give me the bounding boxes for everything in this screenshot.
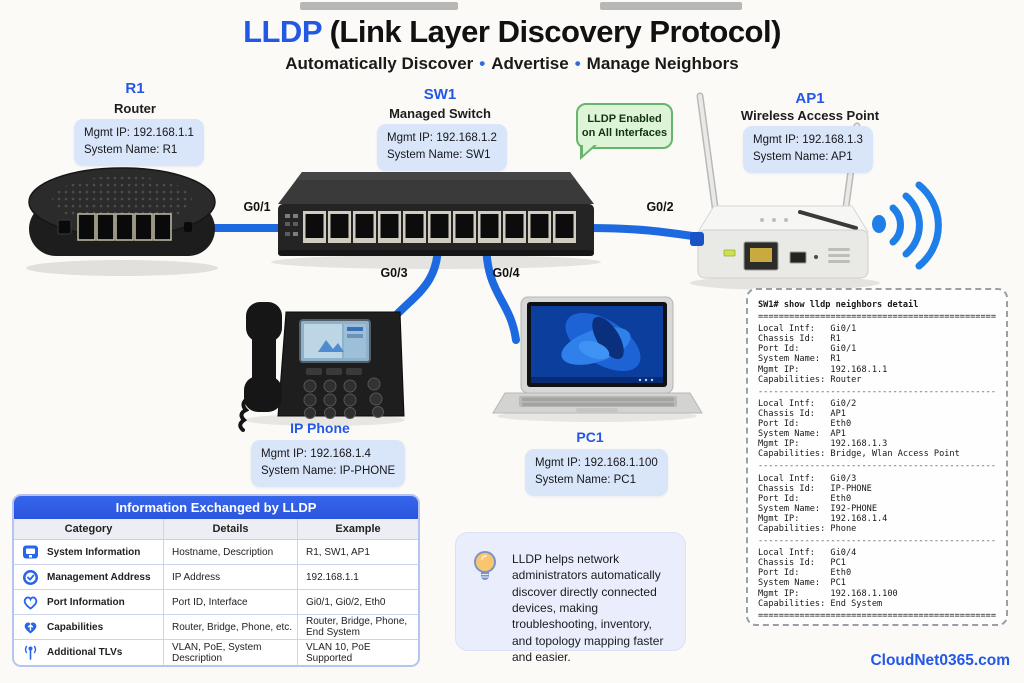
- switch-illustration: [278, 172, 594, 256]
- switch-ports: [303, 211, 576, 243]
- system-info-icon: [22, 544, 39, 561]
- terminal-separator: ========================================…: [758, 610, 996, 621]
- infobox-phone: Mgmt IP: 192.168.1.4 System Name: IP-PHO…: [251, 440, 406, 487]
- router-illustration: [28, 167, 216, 256]
- table-row: Port Information Port ID, Interface Gi0/…: [14, 590, 418, 615]
- title-accent: LLDP: [243, 14, 322, 49]
- infobox-sw1: Mgmt IP: 192.168.1.2 System Name: SW1: [377, 124, 507, 171]
- table-row: Additional TLVs VLAN, PoE, System Descri…: [14, 640, 418, 665]
- additional-tlvs-icon: [22, 644, 39, 661]
- device-name-r1: R1: [125, 80, 145, 97]
- device-name-pc1: PC1: [576, 429, 604, 445]
- page-title: LLDP (Link Layer Discovery Protocol): [0, 14, 1024, 50]
- column-header-example: Example: [335, 523, 381, 535]
- device-type-sw1: Managed Switch: [389, 106, 491, 121]
- sw1-mgmt-ip: Mgmt IP: 192.168.1.2: [387, 132, 497, 144]
- title-rest: (Link Layer Discovery Protocol): [321, 14, 782, 49]
- lldp-info-table: Information Exchanged by LLDP Category D…: [12, 494, 420, 667]
- bullet-separator: •: [574, 54, 581, 73]
- cable-g0-4: [482, 236, 520, 344]
- r1-system-name: System Name: R1: [84, 144, 178, 157]
- terminal-neighbor-block: Local Intf: Gi0/3 Chassis Id: IP-PHONE P…: [758, 473, 888, 534]
- cable-connector: [479, 236, 494, 256]
- laptop-illustration: [492, 296, 703, 414]
- lldp-neighbors-terminal: SW1# show lldp neighbors detail ========…: [746, 288, 1008, 626]
- terminal-separator: ----------------------------------------…: [758, 461, 996, 472]
- phone-mgmt-ip: Mgmt IP: 192.168.1.4: [261, 448, 371, 460]
- terminal-neighbor-block: Local Intf: Gi0/4 Chassis Id: PC1 Port I…: [758, 548, 898, 609]
- lldp-note-box: LLDP helps network administrators automa…: [455, 532, 686, 664]
- note-text: LLDP helps network administrators automa…: [512, 552, 664, 664]
- device-name-phone: IP Phone: [290, 420, 350, 436]
- callout-tail: [583, 144, 595, 155]
- cable-connector: [430, 236, 445, 256]
- device-type-r1: Router: [114, 101, 156, 116]
- wifi-signal-icon: [872, 181, 942, 270]
- port-label-g0-3: G0/3: [380, 266, 408, 280]
- infobox-ap1: Mgmt IP: 192.168.1.3 System Name: AP1: [743, 126, 873, 173]
- port-info-icon: [22, 594, 39, 611]
- ip-phone-illustration: [238, 302, 405, 432]
- device-type-ap1: Wireless Access Point: [740, 108, 880, 123]
- management-address-icon: [22, 569, 39, 586]
- port-label-g0-4: G0/4: [492, 266, 520, 280]
- terminal-separator: ========================================…: [758, 312, 996, 323]
- table-title: Information Exchanged by LLDP: [14, 496, 418, 519]
- port-label-g0-1: G0/1: [243, 200, 271, 214]
- cable-g0-3: [374, 236, 443, 342]
- terminal-separator: ----------------------------------------…: [758, 536, 996, 547]
- access-point-illustration: [690, 92, 869, 279]
- clipped-text-fragment: [600, 2, 742, 10]
- infobox-pc1: Mgmt IP: 192.168.1.100 System Name: PC1: [525, 449, 668, 496]
- device-name-sw1: SW1: [423, 86, 457, 103]
- table-row: System Information Hostname, Description…: [14, 540, 418, 565]
- sw1-system-name: System Name: SW1: [387, 149, 491, 162]
- ap1-mgmt-ip: Mgmt IP: 192.168.1.3: [753, 134, 863, 146]
- terminal-command: SW1# show lldp neighbors detail: [758, 300, 919, 310]
- lightbulb-icon: [470, 549, 500, 592]
- terminal-neighbor-block: Local Intf: Gi0/1 Chassis Id: R1 Port Id…: [758, 324, 888, 385]
- clipped-text-fragment: [300, 2, 458, 10]
- device-name-ap1: AP1: [795, 90, 825, 107]
- pc1-mgmt-ip: Mgmt IP: 192.168.1.100: [535, 457, 658, 469]
- port-label-g0-2: G0/2: [646, 200, 674, 214]
- pc1-system-name: System Name: PC1: [535, 474, 636, 487]
- phone-system-name: System Name: IP-PHONE: [261, 465, 396, 478]
- table-row: Management Address IP Address 192.168.1.…: [14, 565, 418, 590]
- table-header-row: Category Details Example: [14, 519, 418, 540]
- table-row: Capabilities Router, Bridge, Phone, etc.…: [14, 615, 418, 640]
- ap1-system-name: System Name: AP1: [753, 151, 853, 164]
- bullet-separator: •: [479, 54, 486, 73]
- infobox-r1: Mgmt IP: 192.168.1.1 System Name: R1: [74, 119, 204, 166]
- brand-watermark: CloudNet0365.com: [870, 652, 1010, 669]
- column-header-details: Details: [164, 519, 298, 539]
- lldp-enabled-callout: LLDP Enabled on All Interfaces: [576, 103, 673, 160]
- r1-mgmt-ip: Mgmt IP: 192.168.1.1: [84, 127, 194, 139]
- terminal-neighbor-block: Local Intf: Gi0/2 Chassis Id: AP1 Port I…: [758, 398, 960, 460]
- capabilities-icon: [22, 619, 39, 636]
- cable-g0-2: [584, 224, 710, 242]
- terminal-separator: ----------------------------------------…: [758, 386, 996, 397]
- page-subtitle: Automatically Discover•Advertise•Manage …: [285, 54, 739, 73]
- column-header-category: Category: [14, 519, 164, 539]
